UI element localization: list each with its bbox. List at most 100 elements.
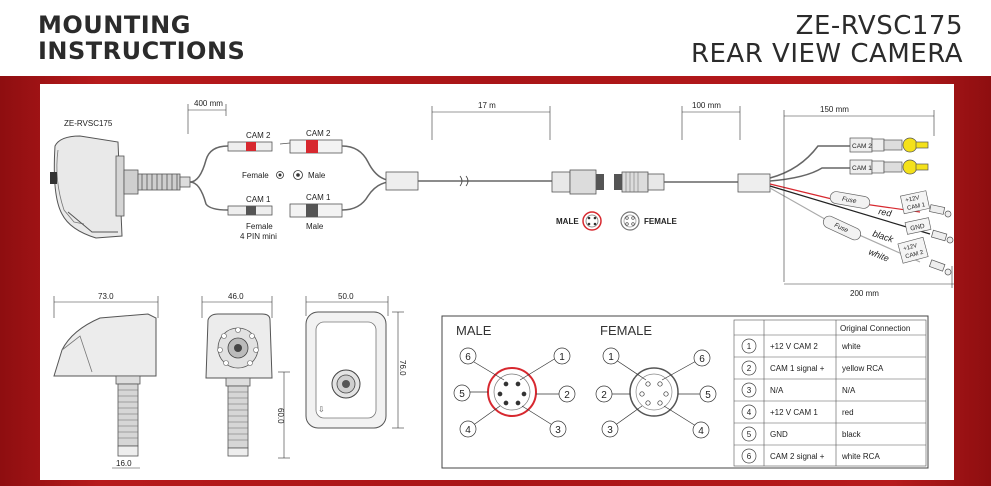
pinout-box: MALE FEMALE 6 1 5 2 4 3 — [441, 315, 929, 469]
dim-50: 50.0 — [338, 292, 354, 301]
female-pin-5: 5 — [705, 390, 711, 401]
rca-cam2: CAM 2 — [849, 137, 929, 153]
svg-text:CAM 2 signal +: CAM 2 signal + — [770, 452, 825, 461]
dim-76: 76.0 — [398, 360, 407, 376]
male-pin-4: 4 — [465, 425, 471, 436]
svg-text:Fuse: Fuse — [841, 196, 857, 205]
svg-text:+12V: +12V — [903, 243, 918, 252]
header: MOUNTING INSTRUCTIONS ZE-RVSC175 REAR VI… — [0, 0, 991, 76]
camera-side-profile — [53, 313, 157, 457]
table-row: 3 N/A N/A — [741, 382, 856, 398]
svg-text:6: 6 — [747, 452, 752, 461]
male-pin-2: 2 — [564, 390, 570, 401]
male-pin-6: 6 — [465, 352, 471, 363]
female-pin-symbol — [620, 211, 640, 231]
ring-terminals — [928, 204, 954, 276]
dim-17m: 17 m — [478, 101, 496, 110]
cam2-mini-connector: CAM 2 — [227, 131, 273, 152]
camera-side-view — [50, 135, 191, 239]
instruction-panel: ZE-RVSC175 400 mm CAM 2 — [40, 84, 954, 480]
male-pin-symbol — [582, 211, 602, 231]
title-line-2: INSTRUCTIONS — [38, 37, 246, 65]
svg-text:CAM 1 signal +: CAM 1 signal + — [770, 364, 825, 373]
svg-text:white: white — [841, 342, 861, 351]
model-title: ZE-RVSC175 — [795, 11, 963, 41]
rca-cam1: CAM 1 — [849, 159, 929, 175]
svg-text:CAM 1: CAM 1 — [852, 165, 872, 172]
wiring-diagram: ZE-RVSC175 400 mm CAM 2 — [50, 99, 954, 298]
female-label-mid: Female — [242, 171, 269, 180]
title-line-1: MOUNTING — [38, 11, 191, 39]
svg-text:N/A: N/A — [842, 386, 856, 395]
dim-60: 60.0 — [276, 408, 285, 424]
svg-text:3: 3 — [747, 386, 752, 395]
dim-150mm: 150 mm — [820, 105, 849, 114]
table-row: 5 GND black — [741, 426, 862, 442]
svg-text:4: 4 — [747, 408, 752, 417]
wire-red-label: red — [878, 206, 894, 219]
tag-12v-cam2: +12V CAM 2 — [897, 236, 929, 264]
male-pin-3: 3 — [555, 425, 561, 436]
junction-right — [737, 173, 771, 193]
dim-73: 73.0 — [98, 292, 114, 301]
svg-text:2: 2 — [747, 364, 752, 373]
dim-400mm: 400 mm — [194, 99, 223, 108]
male-pin-1: 1 — [559, 352, 565, 363]
table-row: 4 +12 V CAM 1 red — [741, 404, 854, 420]
svg-text:red: red — [842, 408, 854, 417]
cam1-female-label: CAM 1 — [246, 195, 271, 204]
svg-text:+12V: +12V — [905, 195, 920, 204]
svg-text:white RCA: white RCA — [841, 452, 880, 461]
svg-text:+12 V CAM 2: +12 V CAM 2 — [770, 342, 818, 351]
female-pin-3: 3 — [607, 425, 613, 436]
female-pin-2: 2 — [601, 390, 607, 401]
male-pinout-diagram — [453, 347, 576, 438]
male-pin-5: 5 — [459, 389, 465, 400]
cam2-mini-connector-male: CAM 2 — [279, 129, 343, 154]
dimension-drawings: 73.0 16.0 46.0 — [53, 292, 407, 469]
camera-mounting-plate: ⇩ — [305, 311, 387, 429]
svg-text:+12 V CAM 1: +12 V CAM 1 — [770, 408, 818, 417]
four-pin-connector-female — [614, 171, 665, 193]
dim-200mm: 200 mm — [850, 289, 879, 298]
svg-text:yellow RCA: yellow RCA — [842, 364, 884, 373]
male-label-mid: Male — [308, 171, 326, 180]
svg-text:1: 1 — [747, 342, 752, 351]
cam2-female-label: CAM 2 — [246, 131, 271, 140]
svg-text:GND: GND — [910, 223, 926, 233]
female-pin-4: 4 — [698, 426, 704, 437]
junction-left — [385, 171, 419, 191]
cam1-male-label: CAM 1 — [306, 193, 331, 202]
male-label-bottom: Male — [306, 222, 324, 231]
camera-model-label: ZE-RVSC175 — [64, 119, 113, 128]
table-row: 6 CAM 2 signal + white RCA — [741, 448, 880, 464]
dim-46: 46.0 — [228, 292, 244, 301]
four-pin-connector-male — [551, 169, 604, 195]
pinout-table: Original Connection 1 +12 V CAM 2 white … — [733, 319, 927, 467]
diagram-canvas: ZE-RVSC175 400 mm CAM 2 — [50, 99, 954, 469]
pinout-male-title: MALE — [456, 323, 492, 338]
cam1-mini-connector-male: CAM 1 — [289, 193, 343, 218]
fuse-holder-1: Fuse — [829, 191, 871, 209]
female-pin-6: 6 — [699, 354, 705, 365]
fuse-holder-2: Fuse — [822, 215, 862, 241]
table-row: 2 CAM 1 signal + yellow RCA — [741, 360, 884, 376]
dim-16: 16.0 — [116, 459, 132, 468]
tag-12v-cam1: +12V CAM 1 — [900, 190, 930, 215]
svg-text:CAM 2: CAM 2 — [852, 143, 872, 150]
dim-100mm: 100 mm — [692, 101, 721, 110]
product-title: REAR VIEW CAMERA — [690, 39, 963, 69]
camera-front-view — [205, 313, 273, 457]
cam2-male-label: CAM 2 — [306, 129, 331, 138]
cam1-mini-connector: CAM 1 — [227, 195, 273, 216]
svg-text:⇩: ⇩ — [318, 405, 325, 414]
connector-female-label: FEMALE — [644, 217, 678, 226]
tag-gnd: GND — [904, 217, 932, 235]
wire-white-label: white — [867, 247, 890, 264]
female-pinout-diagram — [595, 347, 717, 439]
female-label-bottom: Female — [246, 222, 273, 231]
connector-male-label: MALE — [556, 217, 579, 226]
svg-text:CAM 1: CAM 1 — [907, 202, 927, 212]
svg-text:N/A: N/A — [770, 386, 784, 395]
table-header-original-connection: Original Connection — [840, 324, 910, 333]
